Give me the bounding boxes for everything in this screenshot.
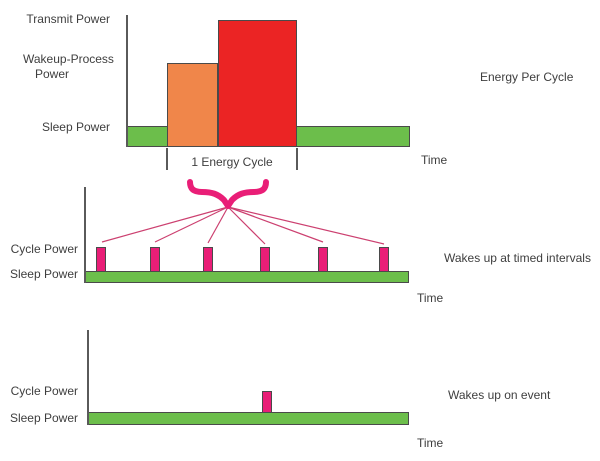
sleep-power-label-top: Sleep Power (41, 120, 110, 134)
wakeup-pulse-bar (379, 247, 389, 272)
wakeup-pulse-bar (96, 247, 106, 272)
timed-intervals-caption: Wakes up at timed intervals (444, 251, 591, 265)
wakeup-pulse-bar (318, 247, 328, 272)
fan-line (227, 206, 266, 245)
sleep-power-label-middle: Sleep Power (9, 267, 78, 281)
wakeup-pulse-bar (150, 247, 160, 272)
sleep-power-bar-middle (84, 271, 409, 283)
energy-cycle-tick-left (166, 148, 168, 170)
fan-line (101, 206, 229, 243)
energy-cycle-span-label: 1 Energy Cycle (191, 155, 273, 169)
energy-per-cycle-caption: Energy Per Cycle (480, 70, 574, 84)
curly-brace-icon (187, 179, 269, 209)
wakeup-pulse-bar (203, 247, 213, 272)
time-label-top: Time (421, 153, 448, 167)
sleep-power-bar-bottom (87, 412, 409, 425)
top-y-axis (126, 15, 128, 147)
fan-line (227, 206, 385, 245)
cycle-power-label-bottom: Cycle Power (10, 384, 78, 398)
event-wakeup-bar (262, 391, 272, 413)
bottom-y-axis (87, 330, 89, 425)
cycle-power-label-middle: Cycle Power (10, 242, 78, 256)
fan-lines (101, 206, 385, 245)
middle-y-axis (84, 187, 86, 283)
transmit-bar (218, 20, 297, 147)
sleep-power-label-bottom: Sleep Power (9, 411, 78, 425)
wakeup-process-bar (167, 63, 218, 147)
energy-cycle-tick-right (296, 148, 298, 170)
transmit-power-label: Transmit Power (26, 12, 110, 26)
on-event-caption: Wakes up on event (448, 388, 551, 402)
fan-line (154, 206, 229, 243)
wakeup-process-label-line1: Wakeup-Process (23, 52, 114, 66)
wakeup-process-label-line2: Power (35, 67, 70, 81)
time-label-middle: Time (417, 291, 444, 305)
fan-line (207, 206, 229, 244)
wakeup-pulse-bar (260, 247, 270, 272)
fan-line (227, 206, 324, 243)
time-label-bottom: Time (417, 436, 444, 450)
